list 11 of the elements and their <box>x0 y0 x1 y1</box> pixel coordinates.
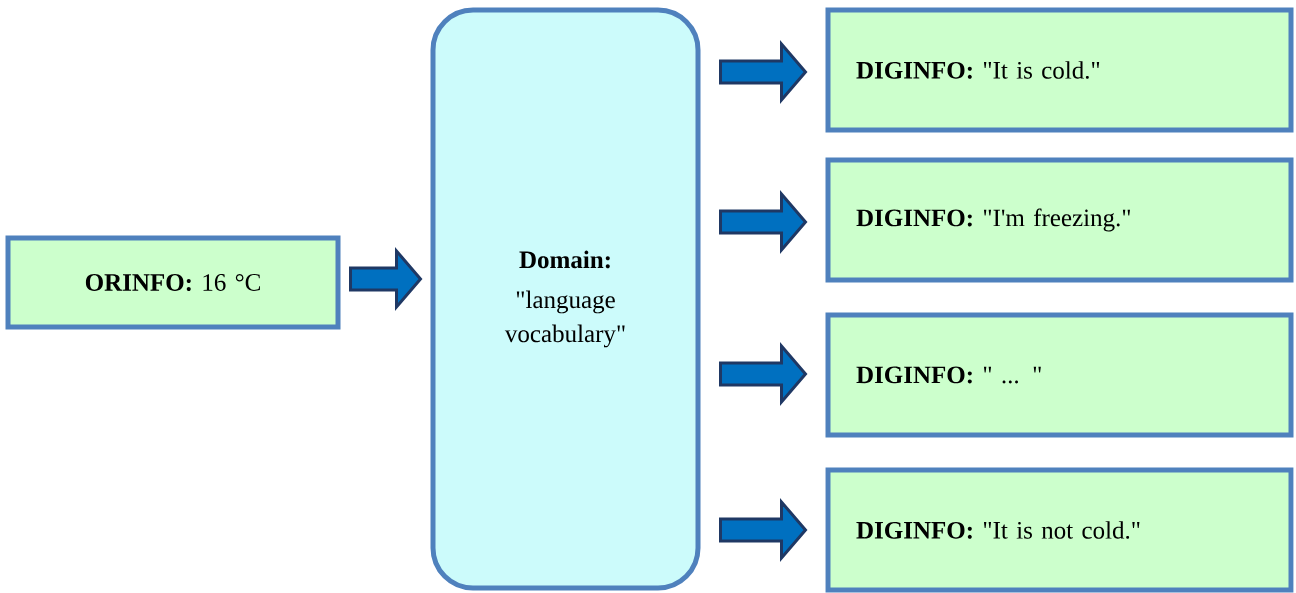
output-box: DIGINFO: "It is not cold." <box>825 467 1294 593</box>
block-arrow <box>349 246 423 312</box>
block-arrow <box>719 189 808 255</box>
block-arrow <box>719 341 808 407</box>
output-box: DIGINFO: "I'm freezing." <box>825 157 1294 283</box>
block-arrow <box>719 39 808 105</box>
output-box: DIGINFO: " ... " <box>825 312 1294 438</box>
output-box: DIGINFO: "It is cold." <box>825 7 1294 133</box>
input-box: ORINFO: 16 °C <box>5 235 341 330</box>
domain-box: Domain: "language vocabulary" <box>430 7 701 591</box>
block-arrow <box>719 497 808 563</box>
